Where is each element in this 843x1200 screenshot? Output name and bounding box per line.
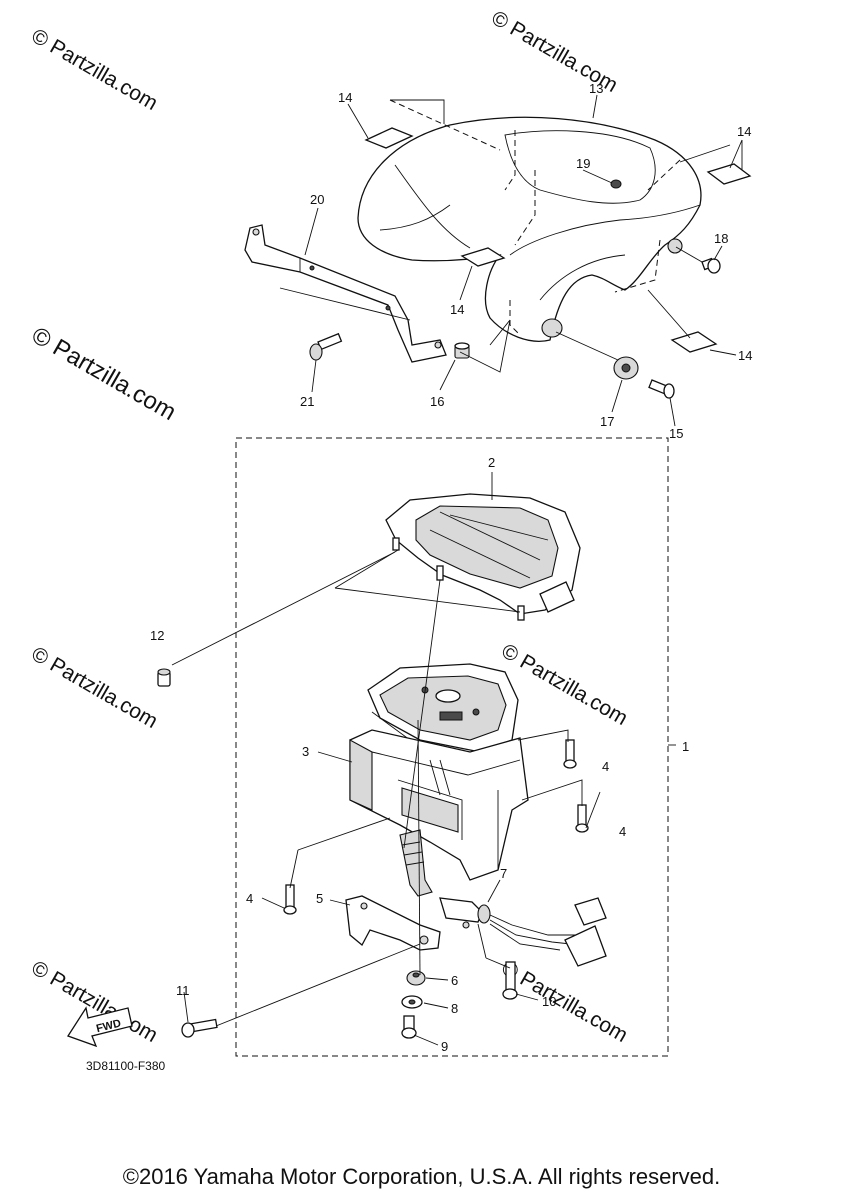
callout-7: 7	[500, 866, 507, 881]
fwd-label: FWD	[95, 1017, 122, 1035]
bolt-18	[701, 257, 721, 274]
upper-leader-lines	[279, 94, 743, 427]
callout-15: 15	[669, 426, 683, 441]
washer-8	[401, 995, 423, 1009]
callout-4-lower: 4	[246, 891, 253, 906]
callout-4-upper: 4	[602, 759, 609, 774]
callout-5: 5	[316, 891, 323, 906]
pad-14-top-right	[706, 163, 752, 185]
callout-14-top-left: 14	[338, 90, 352, 105]
callout-9: 9	[441, 1039, 448, 1054]
sensor-lead-7	[439, 897, 607, 967]
watermark-main: © Partzilla.com	[27, 322, 181, 426]
callout-4-middle: 4	[619, 824, 626, 839]
callout-1: 1	[682, 739, 689, 754]
watermark-mid-left: © Partzilla.com	[28, 642, 162, 733]
callout-10: 10	[542, 994, 556, 1009]
callout-6: 6	[451, 973, 458, 988]
callout-numbers: 1 2 3 4 4 4 5 6 7 8 9 10 11 12 13 14 14 …	[150, 81, 752, 1054]
grommet-6	[406, 970, 426, 986]
grommet-17	[613, 356, 639, 380]
meter-lens-2	[385, 493, 581, 621]
pad-14-top-left	[364, 127, 414, 149]
callout-16: 16	[430, 394, 444, 409]
pad-14-middle	[460, 247, 506, 267]
callout-2: 2	[488, 455, 495, 470]
bracket-5	[345, 895, 441, 951]
callout-17: 17	[600, 414, 614, 429]
callout-13: 13	[589, 81, 603, 96]
screw-4-upper	[563, 739, 577, 769]
pad-14-set	[364, 127, 752, 353]
callout-20: 20	[310, 192, 324, 207]
assembly-leader-lines	[171, 472, 601, 1046]
callout-19: 19	[576, 156, 590, 171]
bolt-11	[181, 1018, 218, 1038]
fwd-arrow-icon: FWD	[67, 1006, 133, 1048]
bracket-20	[244, 224, 447, 363]
bolt-15	[648, 379, 675, 399]
diagram-code: 3D81100-F380	[86, 1059, 165, 1073]
callout-3: 3	[302, 744, 309, 759]
callout-12: 12	[150, 628, 164, 643]
watermark-top-left: © Partzilla.com	[28, 24, 162, 115]
bolt-21	[309, 332, 343, 361]
callout-11: 11	[176, 983, 190, 998]
assembly-box	[235, 437, 669, 1057]
wire-harness	[399, 829, 433, 897]
watermark-mid-right: © Partzilla.com	[498, 639, 632, 730]
screw-4-lower	[283, 884, 297, 915]
meter-case-3	[349, 729, 529, 881]
callout-14-top-right: 14	[737, 124, 751, 139]
collar-12	[157, 668, 171, 687]
callout-14-middle: 14	[450, 302, 464, 317]
callout-14-lower-right: 14	[738, 348, 752, 363]
copyright-notice: ©2016 Yamaha Motor Corporation, U.S.A. A…	[122, 1164, 721, 1189]
callout-21: 21	[300, 394, 314, 409]
meter-panel	[367, 663, 519, 757]
callout-18: 18	[714, 231, 728, 246]
callout-8: 8	[451, 1001, 458, 1016]
bolt-9	[401, 1015, 417, 1039]
watermark-bottom-right: © Partzilla.com	[498, 956, 632, 1047]
pad-14-lower-right	[670, 331, 718, 353]
